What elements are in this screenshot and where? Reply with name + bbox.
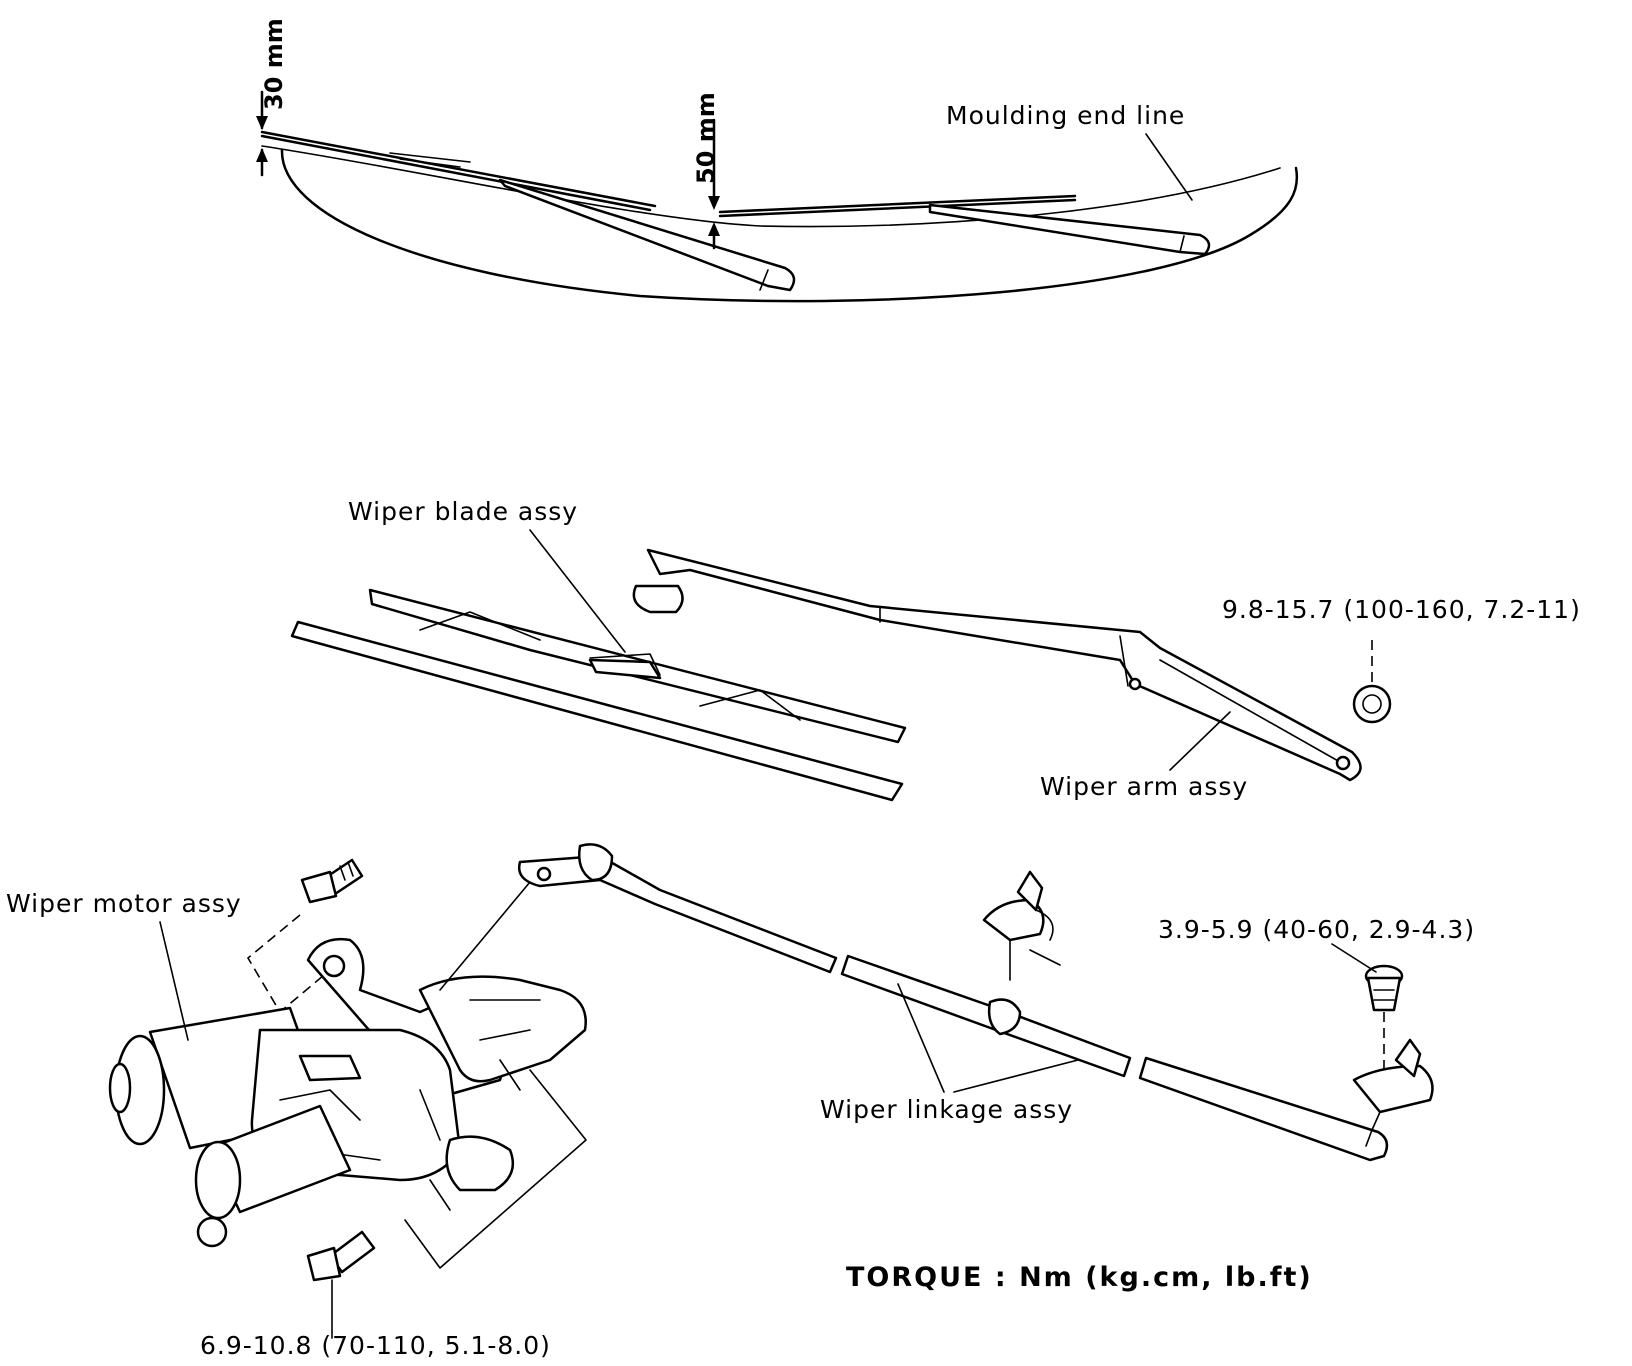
cylinder-cap [194, 1140, 242, 1220]
dim-50-label: 50 mm [692, 92, 720, 184]
wiper-blade-assy-label: Wiper blade assy [348, 497, 578, 526]
motor-bolt-bottom [306, 1230, 376, 1282]
wiper-arm-assy-label: Wiper arm assy [1040, 772, 1248, 801]
motor-lower-pad [445, 1135, 515, 1192]
blade-arm-view: Wiper blade assy 9.8-15.7 (100-160, 7.2-… [290, 497, 1581, 802]
torque-arm-nut-label: 9.8-15.7 (100-160, 7.2-11) [1222, 595, 1581, 624]
arm-leader [1169, 711, 1231, 771]
wiper-linkage-assy-label: Wiper linkage assy [820, 1095, 1073, 1124]
blade-claws [419, 611, 801, 721]
right-arm-tip [1179, 235, 1185, 253]
wiper-arm [646, 548, 1362, 782]
motor-leader [159, 921, 189, 1041]
linkage-rod-3 [1138, 1056, 1389, 1162]
left-wiper-blade [260, 130, 657, 212]
pivot-2 [1352, 1038, 1434, 1147]
arm-rivet [1128, 677, 1142, 691]
motor-bolt-top-guide [246, 914, 331, 1014]
arm-nut [1352, 684, 1392, 724]
linkage-rod-2 [840, 954, 1132, 1078]
right-wiper-blade [718, 194, 1077, 218]
right-wiper-arm [928, 203, 1211, 256]
wiper-blade-refill [290, 620, 904, 802]
connector [196, 1216, 228, 1248]
dim-30-label: 30 mm [260, 18, 288, 110]
pivot-bolt-leader [1331, 943, 1377, 973]
pivot-bolt [1364, 964, 1404, 1012]
left-wiper-arm [498, 178, 796, 292]
blade-yoke [588, 658, 662, 680]
bracket-hole-1 [322, 954, 346, 978]
crank-housing [418, 975, 587, 1083]
motor-end-knob [108, 1062, 132, 1114]
left-arm-tip [759, 269, 769, 291]
motor-guide-lines [404, 869, 587, 1269]
gearbox-window [298, 1054, 362, 1082]
linkage-joint-1 [578, 843, 614, 882]
linkage-hole-1 [536, 866, 552, 882]
arm-pivot-hole [1335, 755, 1351, 771]
blade-leader [529, 529, 626, 653]
linkage-joint-2 [987, 998, 1022, 1036]
moulding-leader [1145, 133, 1193, 201]
arm-detail [879, 607, 1341, 763]
linkage-leaders [897, 983, 1079, 1093]
wiper-motor-assy-label: Wiper motor assy [6, 889, 242, 918]
torque-units-label: TORQUE : Nm (kg.cm, lb.ft) [846, 1262, 1313, 1293]
motor-linkage-view: 6.9-10.8 (70-110, 5.1-8.0) Wiper motor a… [6, 843, 1475, 1360]
windshield-outline [280, 148, 1299, 303]
linkage-rod-1 [517, 854, 838, 974]
motor-bolt-top [300, 858, 364, 904]
windshield-view: 30 mm 50 mm Moulding end line [256, 18, 1299, 303]
torque-pivot-bolt-label: 3.9-5.9 (40-60, 2.9-4.3) [1158, 915, 1475, 944]
crank-details [469, 999, 541, 1091]
left-blade-ribs [389, 152, 471, 168]
moulding-end-line-label: Moulding end line [946, 101, 1185, 130]
torque-motor-bolt-label: 6.9-10.8 (70-110, 5.1-8.0) [200, 1331, 551, 1360]
pivot-1 [982, 870, 1061, 981]
blade-clip [632, 584, 684, 614]
moulding-end-line [261, 145, 1281, 228]
